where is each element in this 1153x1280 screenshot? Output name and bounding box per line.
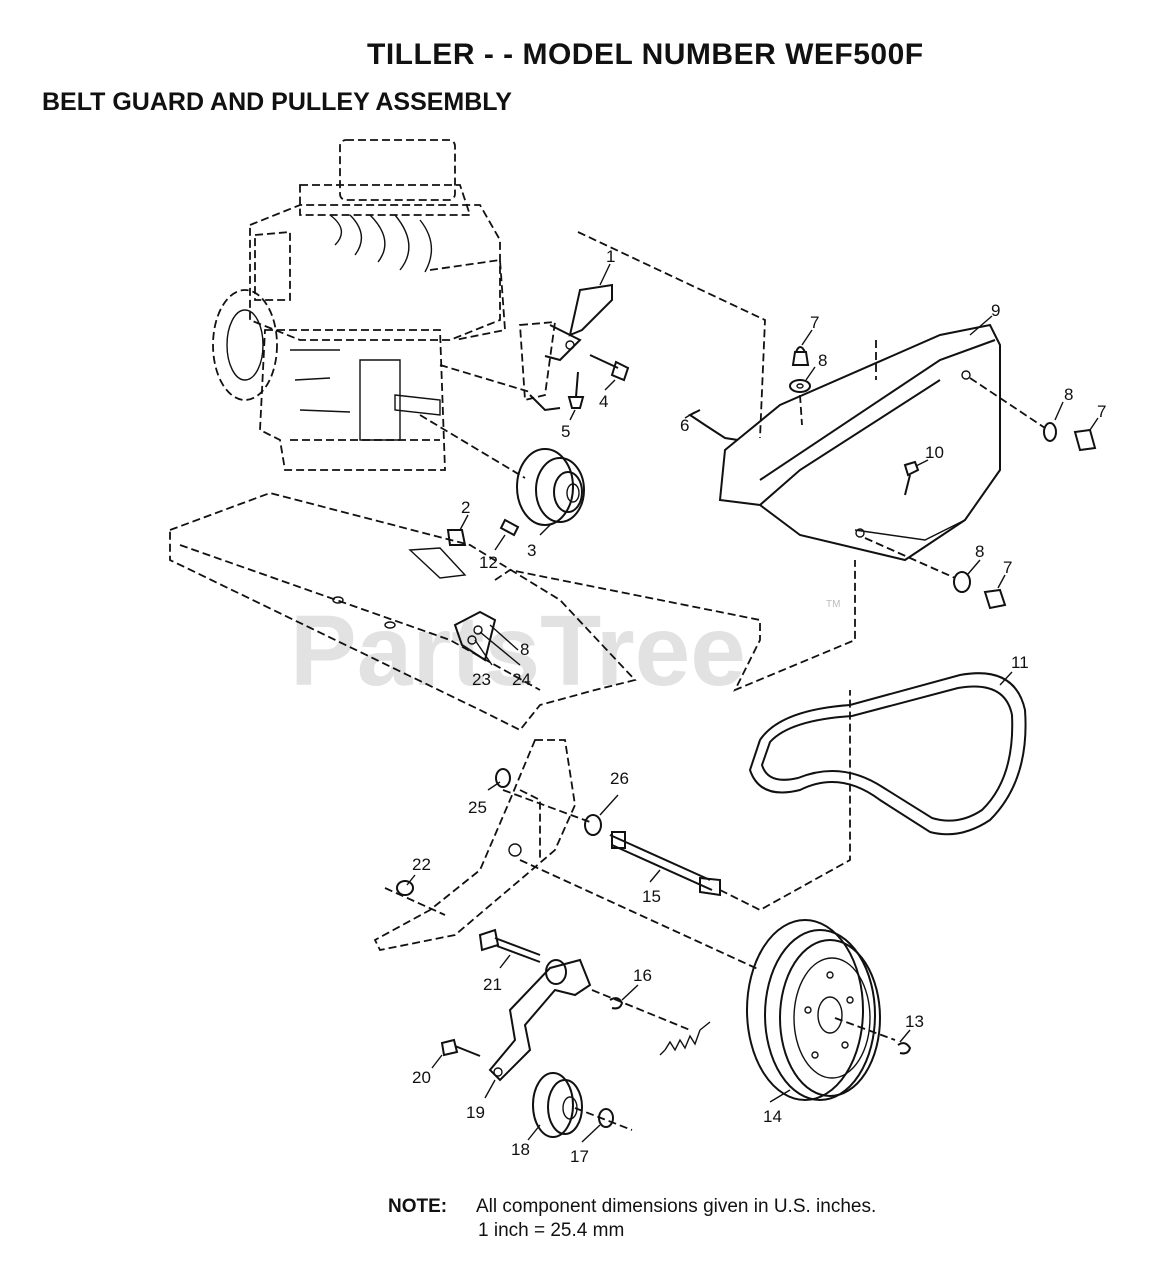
callout-23: 23: [472, 670, 491, 689]
callout-1: 1: [606, 247, 615, 266]
part-3-engine-pulley: [516, 448, 585, 526]
callout-8-c: 8: [975, 542, 984, 561]
assembly-line: [419, 414, 526, 479]
part-8-washer-lower: [953, 571, 971, 593]
assembly-line: [799, 394, 803, 426]
assembly-line: [494, 560, 856, 692]
part-15-shaft: [609, 831, 721, 897]
callout-21: 21: [483, 975, 502, 994]
part-7-acorn-nut: [791, 346, 810, 366]
part-16-clip: [609, 997, 624, 1010]
callout-24: 24: [512, 670, 531, 689]
part-9-belt-guard: [718, 323, 1001, 562]
tine-shield: [169, 492, 637, 732]
assembly-line: [719, 690, 851, 912]
callout-12: 12: [479, 553, 498, 572]
part-18-idler-pulley: [532, 1072, 583, 1138]
part-22-nut: [396, 880, 414, 896]
part-14-wheel-pulley: [746, 919, 881, 1101]
part-26-washer: [584, 814, 602, 836]
assembly-line: [439, 364, 531, 393]
assembly-line: [834, 1017, 896, 1041]
callout-15: 15: [642, 887, 661, 906]
part-6-rod: [688, 409, 739, 441]
assembly-line: [502, 789, 591, 823]
callout-25: 25: [468, 798, 487, 817]
leader-lines: [406, 263, 1099, 1143]
assembly-line: [519, 859, 761, 971]
part-13-clip: [897, 1042, 912, 1055]
part-8-washer: [789, 379, 811, 393]
callout-2: 2: [461, 498, 470, 517]
part-4-bolt: [589, 354, 630, 382]
watermark-trademark: TM: [826, 599, 840, 610]
callout-26: 26: [610, 769, 629, 788]
assembly-line: [864, 537, 956, 579]
assembly-line: [969, 377, 1046, 429]
part-20-bolt: [440, 1038, 481, 1057]
engine: [212, 139, 506, 471]
part-10-screw: [903, 460, 920, 496]
part-7-acorn-nut-lower: [983, 588, 1007, 610]
callout-5: 5: [561, 422, 570, 441]
part-11-belt: [748, 672, 1027, 836]
assembly-line: [591, 989, 691, 1031]
assembly-line: [574, 1107, 633, 1131]
callout-8-a: 8: [818, 351, 827, 370]
callout-8-d: 8: [520, 640, 529, 659]
spring: [659, 1021, 711, 1056]
watermark-text: PartsTree: [290, 595, 746, 707]
callout-6: 6: [680, 416, 689, 435]
callout-14: 14: [763, 1107, 782, 1126]
callout-16: 16: [633, 966, 652, 985]
callout-labels: 1 2 3 4 5 6 7 8 9 10 11 12 13 14 15 16 1…: [412, 247, 1106, 1166]
note-label: NOTE:: [388, 1196, 448, 1217]
diagram-title: TILLER - - MODEL NUMBER WEF500F: [367, 38, 924, 71]
part-1-bracket: [519, 283, 613, 412]
part-17-washer: [598, 1108, 614, 1128]
callout-3: 3: [527, 541, 536, 560]
note-line-1: All component dimensions given in U.S. i…: [476, 1196, 877, 1217]
callout-18: 18: [511, 1140, 530, 1159]
part-12-setscrew: [499, 518, 520, 537]
callout-7-a: 7: [810, 313, 819, 332]
support-bracket: [373, 739, 576, 952]
callout-7-c: 7: [1003, 558, 1012, 577]
callout-22: 22: [412, 855, 431, 874]
part-7-acorn-nut-right: [1073, 428, 1097, 452]
callout-9: 9: [991, 301, 1000, 320]
part-19-idler-arm: [488, 958, 592, 1082]
callout-7-b: 7: [1097, 402, 1106, 421]
dimension-note: NOTE: All component dimensions given in U…: [388, 1196, 876, 1218]
part-8-washer-right: [1043, 422, 1057, 442]
callout-4: 4: [599, 392, 608, 411]
note-line-2: 1 inch = 25.4 mm: [478, 1220, 625, 1241]
callout-11: 11: [1011, 653, 1029, 672]
callout-17: 17: [570, 1147, 589, 1166]
callout-8-b: 8: [1064, 385, 1073, 404]
part-25-washer: [495, 768, 511, 788]
callout-10: 10: [925, 443, 944, 462]
callout-20: 20: [412, 1068, 431, 1087]
assembly-line: [384, 887, 446, 916]
callout-13: 13: [905, 1012, 924, 1031]
diagram-subtitle: BELT GUARD AND PULLEY ASSEMBLY: [42, 88, 512, 116]
part-5-screw: [567, 371, 585, 409]
assembly-line: [577, 231, 766, 439]
part-21-shoulder-bolt: [478, 928, 541, 963]
callout-19: 19: [466, 1103, 485, 1122]
